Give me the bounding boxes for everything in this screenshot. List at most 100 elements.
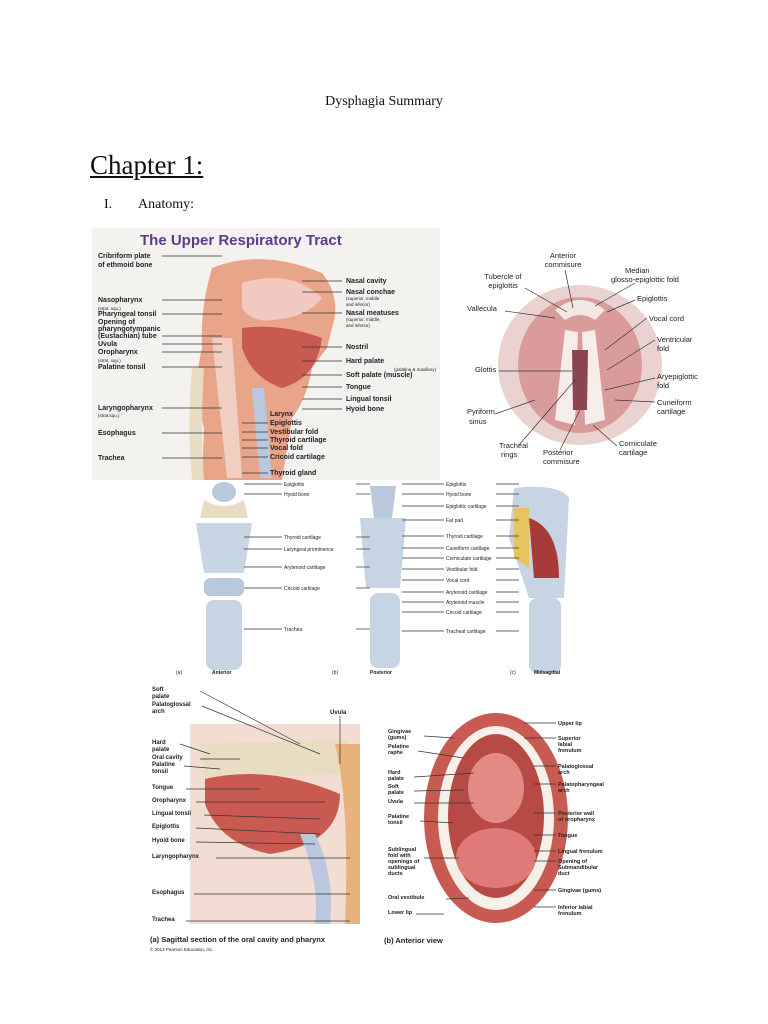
anatomy-label: Nasal cavity xyxy=(346,278,387,285)
leader-line xyxy=(604,317,648,351)
anatomy-label: Soft palate (muscle) xyxy=(346,372,413,379)
anatomy-label: Submandibular xyxy=(558,865,599,871)
anatomy-label: Vocal fold xyxy=(270,445,303,452)
anatomy-label: Gingivae xyxy=(388,729,411,735)
anatomy-label: Palatoglossal xyxy=(558,764,594,770)
anatomy-label: Posterior wall xyxy=(558,811,595,817)
anatomy-label: Esophagus xyxy=(98,430,136,437)
anatomy-label: fold with xyxy=(388,853,411,859)
anatomy-label: Hard xyxy=(152,740,166,746)
anatomy-label: Hard palate xyxy=(346,358,384,365)
anatomy-label: Oropharynx xyxy=(98,349,138,356)
anatomy-label: Tongue xyxy=(558,833,577,839)
anatomy-label: (palatine & maxillary) xyxy=(394,367,437,372)
anatomy-label: Palatine tonsil xyxy=(98,364,146,371)
larynx-anterior-illustration xyxy=(196,482,252,670)
anatomy-label: Epiglottis xyxy=(152,824,180,830)
anatomy-label: Ventricular xyxy=(657,335,693,344)
anatomy-label: Soft xyxy=(152,687,164,693)
anatomy-label: epiglottis xyxy=(488,281,518,290)
anatomy-label: Soft xyxy=(388,784,399,790)
anatomy-label: Lingual tonsil xyxy=(152,811,191,817)
anatomy-label: and inferior) xyxy=(346,323,371,328)
anatomy-label: Corniculate xyxy=(619,439,657,448)
leader-line xyxy=(413,789,465,792)
anatomy-label: Epiglottis xyxy=(270,420,302,427)
anatomy-label: ducts xyxy=(388,871,403,877)
anatomy-label: Nostril xyxy=(346,344,368,351)
anatomy-label: Hyoid bone xyxy=(346,406,384,413)
anatomy-label: Uvula xyxy=(98,341,117,348)
anatomy-label: Tongue xyxy=(346,384,371,391)
leader-line xyxy=(606,299,636,313)
anatomy-label: Pharyngeal tonsil xyxy=(98,311,156,318)
anatomy-label: (gums) xyxy=(388,735,407,741)
leader-line xyxy=(413,772,475,778)
document-title: Dysphagia Summary xyxy=(325,94,443,109)
anatomy-label: raphe xyxy=(388,750,403,756)
chapter-heading: Chapter 1: xyxy=(90,150,204,180)
leader-line xyxy=(494,399,536,415)
anatomy-label: Thyroid cartilage xyxy=(446,534,483,540)
leader-line xyxy=(604,377,656,391)
leader-line xyxy=(564,269,574,309)
anatomy-label: Larynx xyxy=(270,411,293,418)
anatomy-label: Posterior xyxy=(543,448,574,457)
anatomy-label: Hyoid bone xyxy=(446,492,472,498)
anatomy-label: frenulum xyxy=(558,748,582,754)
anatomy-label: (strat. squ.) xyxy=(98,306,121,311)
leader-line xyxy=(419,820,455,824)
leader-line xyxy=(423,735,455,739)
anatomy-label: Hard xyxy=(388,770,401,776)
leader-line xyxy=(199,690,301,745)
anatomy-label: Palatine xyxy=(388,744,409,750)
leader-line xyxy=(592,424,618,447)
open-mouth-illustration xyxy=(424,713,568,923)
anatomy-label: Laryngopharynx xyxy=(152,854,200,860)
anatomy-label: palate xyxy=(388,776,404,782)
leader-line xyxy=(559,409,581,451)
anatomy-label: (superior, middle xyxy=(346,296,380,301)
anatomy-label: Nasal meatuses xyxy=(346,310,399,317)
anatomy-label: glosso-epiglottic fold xyxy=(611,275,679,284)
anatomy-label: tonsil xyxy=(152,769,168,775)
anatomy-label: arch xyxy=(558,788,570,794)
leader-line xyxy=(203,814,321,820)
anatomy-label: Nasopharynx xyxy=(98,297,142,304)
anatomy-label: arch xyxy=(152,709,165,715)
anatomy-label: Cuneiform xyxy=(657,398,692,407)
caption-label: Midsagittal xyxy=(534,670,561,676)
anatomy-label: Vocal cord xyxy=(446,578,470,584)
section-title: Anatomy: xyxy=(138,197,194,212)
anatomy-label: Epiglottic cartilage xyxy=(446,504,487,510)
figure-upper-respiratory-tract: The Upper Respiratory Tract Cribriform p… xyxy=(92,228,440,480)
anatomy-label: Anterior xyxy=(550,251,577,260)
uvula-label: Uvula xyxy=(330,710,347,716)
section-number: I. xyxy=(104,197,113,212)
anatomy-label: Hyoid bone xyxy=(152,838,185,844)
leader-line xyxy=(417,750,465,759)
anatomy-label: Oral vestibule xyxy=(388,895,424,901)
anatomy-label: Nasal conchae xyxy=(346,289,395,296)
anatomy-label: openings of xyxy=(388,859,419,865)
anatomy-label: Arytenoid cartilage xyxy=(284,565,326,571)
caption-label: Anterior xyxy=(212,670,232,676)
oral-sagittal-caption: (a) Sagittal section of the oral cavity … xyxy=(150,935,326,944)
leader-line xyxy=(195,841,316,845)
leader-line xyxy=(594,282,636,307)
anatomy-label: Laryngopharynx xyxy=(98,405,153,412)
anatomy-label: Superior xyxy=(558,736,581,742)
anatomy-label: Inferior labial xyxy=(558,905,593,911)
anatomy-label: Palatoglossal xyxy=(152,702,191,708)
anatomy-label: Cribriform plate xyxy=(98,253,151,260)
leader-line xyxy=(445,897,470,900)
anatomy-label: Thyroid gland xyxy=(270,470,316,477)
leader-line xyxy=(606,339,656,371)
anatomy-label: Fat pad xyxy=(446,518,463,524)
anatomy-label: Tubercle of xyxy=(484,272,522,281)
